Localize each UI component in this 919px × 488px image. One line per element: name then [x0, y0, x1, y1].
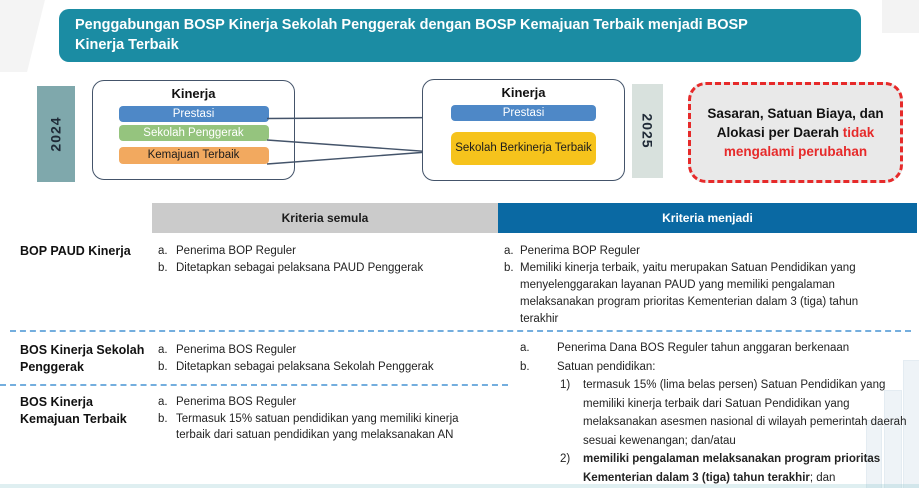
list-marker: a. — [158, 396, 168, 408]
criteria-semula-kemajuan-terbaik: a. Penerima BOS Reguler b. Termasuk 15% … — [158, 394, 495, 444]
list-marker: a. — [520, 342, 530, 354]
kinerja-2024-box-title: Kinerja — [171, 86, 216, 101]
bottom-accent-strip — [0, 484, 919, 488]
list-text-bold: memiliki pengalaman melaksanakan program… — [583, 453, 881, 484]
list-text: Penerima Dana BOS Reguler tahun anggaran… — [557, 342, 850, 354]
no-change-note-text-red: tidak mengalami perubahan — [723, 125, 875, 159]
no-change-note-text: Sasaran, Satuan Biaya, dan Alokasi per D… — [701, 104, 890, 161]
list-marker: a. — [158, 344, 168, 356]
list-text: Penerima BOS Reguler — [176, 344, 297, 356]
list-text-rest: ; dan — [809, 471, 836, 484]
list-item: a. Penerima BOP Reguler — [158, 243, 495, 260]
year-2025-text: 2025 — [639, 113, 656, 149]
pill-prestasi-2025-label: Prestasi — [502, 106, 545, 119]
pill-prestasi-2024-label: Prestasi — [172, 107, 215, 120]
background-corner-watermark — [0, 0, 45, 72]
list-marker: 2) — [560, 453, 571, 465]
kinerja-2025-box-title: Kinerja — [501, 85, 546, 100]
list-text: Penerima BOS Reguler — [176, 396, 297, 408]
list-text: Memiliki kinerja terbaik, yaitu merupaka… — [520, 262, 859, 325]
criteria-menjadi-bop-paud: a. Penerima BOP Reguler b. Memiliki kine… — [504, 243, 896, 328]
list-item: b. Termasuk 15% satuan pendidikan yang m… — [158, 411, 495, 444]
criteria-semula-bop-paud: a. Penerima BOP Reguler b. Ditetapkan se… — [158, 243, 495, 276]
column-header-kriteria-semula-label: Kriteria semula — [281, 211, 369, 225]
list-text: Satuan pendidikan: — [557, 360, 656, 373]
pill-kemajuan-terbaik-2024-label: Kemajuan Terbaik — [147, 149, 240, 161]
list-item: b. Satuan pendidikan: — [520, 358, 908, 377]
column-header-kriteria-menjadi: Kriteria menjadi — [498, 203, 917, 233]
list-marker: a. — [158, 245, 168, 257]
row-label-bos-kinerja-kemajuan-terbaik: BOS Kinerja Kemajuan Terbaik — [20, 395, 127, 426]
slide-title: Penggabungan BOSP Kinerja Sekolah Pengge… — [75, 17, 748, 53]
criteria-semula-sekolah-penggerak: a. Penerima BOS Reguler b. Ditetapkan se… — [158, 342, 495, 375]
year-2024-label: 2024 — [37, 86, 75, 182]
kinerja-2025-box: Kinerja Prestasi Sekolah Berkinerja Terb… — [422, 79, 625, 181]
list-item: b. Ditetapkan sebagai pelaksana Sekolah … — [158, 359, 495, 376]
year-2024-text: 2024 — [48, 116, 64, 152]
row-label-bos-kinerja-sekolah-penggerak: BOS Kinerja Sekolah Penggerak — [20, 343, 145, 374]
list-item: a. Penerima BOS Reguler — [158, 394, 495, 411]
list-text: Penerima BOP Reguler — [520, 245, 640, 257]
pill-sekolah-berkinerja-terbaik-2025: Sekolah Berkinerja Terbaik — [451, 132, 596, 165]
background-buildings-watermark — [866, 420, 882, 488]
transition-arrows — [266, 113, 449, 165]
column-header-kriteria-menjadi-label: Kriteria menjadi — [662, 211, 753, 225]
list-item: b. Ditetapkan sebagai pelaksana PAUD Pen… — [158, 260, 495, 277]
list-text: memiliki pengalaman melaksanakan program… — [583, 450, 908, 487]
background-buildings-watermark — [884, 390, 902, 488]
list-item: 1) termasuk 15% (lima belas persen) Satu… — [560, 376, 908, 450]
pill-prestasi-2024: Prestasi — [118, 106, 269, 122]
pill-sekolah-penggerak-2024: Sekolah Penggerak — [118, 125, 269, 141]
pill-kemajuan-terbaik-2024: Kemajuan Terbaik — [118, 147, 269, 164]
no-change-note-text-black: Sasaran, Satuan Biaya, dan Alokasi per D… — [707, 106, 884, 140]
list-marker: b. — [158, 261, 168, 274]
criteria-menjadi-bos-kinerja-merged: a. Penerima Dana BOS Reguler tahun angga… — [520, 339, 908, 487]
list-marker: b. — [520, 360, 530, 373]
list-item: a. Penerima BOP Reguler — [504, 243, 896, 260]
background-corner-watermark — [882, 0, 919, 33]
no-change-note: Sasaran, Satuan Biaya, dan Alokasi per D… — [688, 82, 903, 183]
list-marker: b. — [158, 412, 168, 425]
list-item: a. Penerima Dana BOS Reguler tahun angga… — [520, 339, 908, 358]
background-buildings-watermark — [903, 360, 919, 488]
column-header-kriteria-semula: Kriteria semula — [152, 203, 498, 233]
list-text: Ditetapkan sebagai pelaksana PAUD Pengge… — [176, 261, 424, 274]
year-2025-label: 2025 — [632, 84, 663, 178]
list-marker: b. — [158, 360, 168, 373]
list-item: a. Penerima BOS Reguler — [158, 342, 495, 359]
pill-prestasi-2025: Prestasi — [451, 105, 596, 121]
list-item: 2) memiliki pengalaman melaksanakan prog… — [560, 450, 908, 487]
kinerja-2024-box: Kinerja Prestasi Sekolah Penggerak Kemaj… — [92, 80, 295, 180]
list-marker: b. — [504, 262, 514, 274]
list-marker: 1) — [560, 379, 571, 391]
list-text: termasuk 15% (lima belas persen) Satuan … — [583, 379, 907, 447]
list-marker: a. — [504, 245, 514, 257]
list-text: Termasuk 15% satuan pendidikan yang memi… — [176, 412, 459, 442]
list-text: Ditetapkan sebagai pelaksana Sekolah Pen… — [176, 360, 434, 373]
sub-list: 1) termasuk 15% (lima belas persen) Satu… — [560, 376, 908, 487]
row-divider — [0, 384, 508, 386]
list-item: b. Memiliki kinerja terbaik, yaitu merup… — [504, 260, 896, 328]
list-text: Penerima BOP Reguler — [176, 245, 296, 257]
row-label-bop-paud-kinerja: BOP PAUD Kinerja — [20, 244, 131, 258]
row-divider — [10, 330, 911, 332]
slide-title-banner: Penggabungan BOSP Kinerja Sekolah Pengge… — [59, 9, 861, 62]
pill-sekolah-berkinerja-terbaik-2025-label: Sekolah Berkinerja Terbaik — [455, 142, 592, 154]
pill-sekolah-penggerak-2024-label: Sekolah Penggerak — [143, 126, 244, 139]
